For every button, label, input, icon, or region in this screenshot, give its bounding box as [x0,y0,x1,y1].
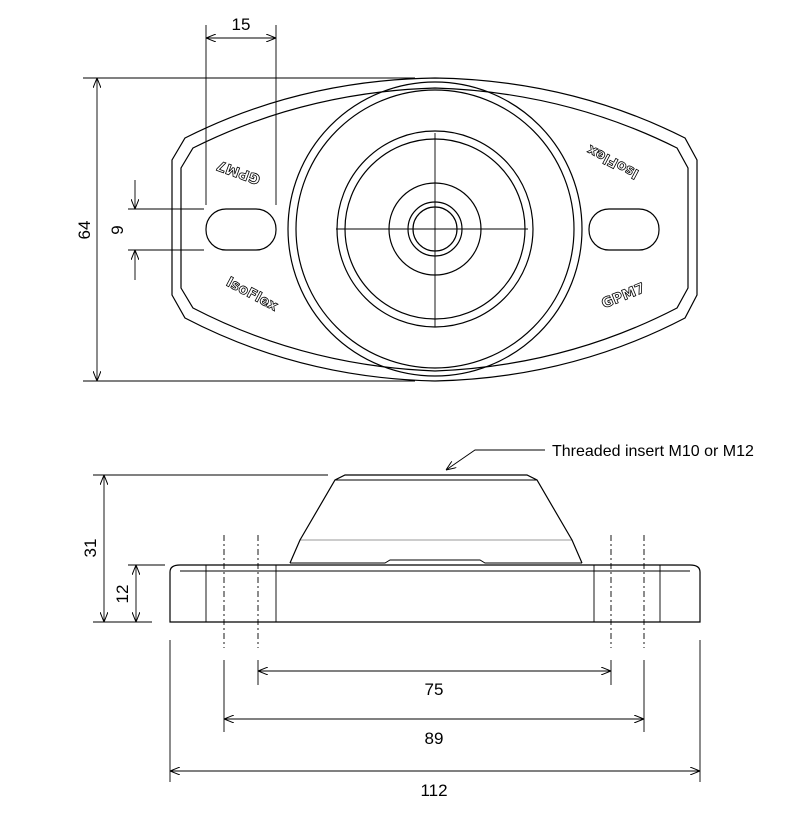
dimension-label-total-height: 31 [81,539,100,558]
dimension-label-slot-width: 15 [232,15,251,34]
dimension-label-height: 64 [75,221,94,240]
callout-leader [446,449,545,470]
body-inner-circle [295,89,575,369]
dimension-label-overall-length: 112 [420,781,447,800]
engraving-model-bottom-right: GPM7 [599,280,647,312]
rubber-cone-outline [289,474,583,564]
engraving-model-top-left: GPM7 [215,156,263,187]
right-mounting-slot [588,208,660,251]
inner-flange-outline [180,87,689,372]
dimension-label-slot-height: 9 [108,225,127,234]
side-view: Threaded insert M10 or M12 31 12 75 89 1… [81,443,754,800]
engraving-brand-top-right: IsoFlex [585,141,642,181]
top-view: GPM7 IsoFlex IsoFlex GPM7 15 64 9 [75,15,698,382]
body-outer-circle [287,81,583,377]
left-mounting-slot [205,208,277,251]
base-outline [169,564,701,623]
engraving-brand-bottom-left: IsoFlex [223,274,280,314]
dimension-label-inner-spacing: 75 [425,680,444,699]
cone-base-edge [290,559,582,564]
callout-threaded-insert: Threaded insert M10 or M12 [552,443,754,460]
dimension-label-outer-spacing: 89 [425,729,444,748]
dimension-label-base-height: 12 [113,585,132,604]
outer-flange-outline [171,77,698,382]
